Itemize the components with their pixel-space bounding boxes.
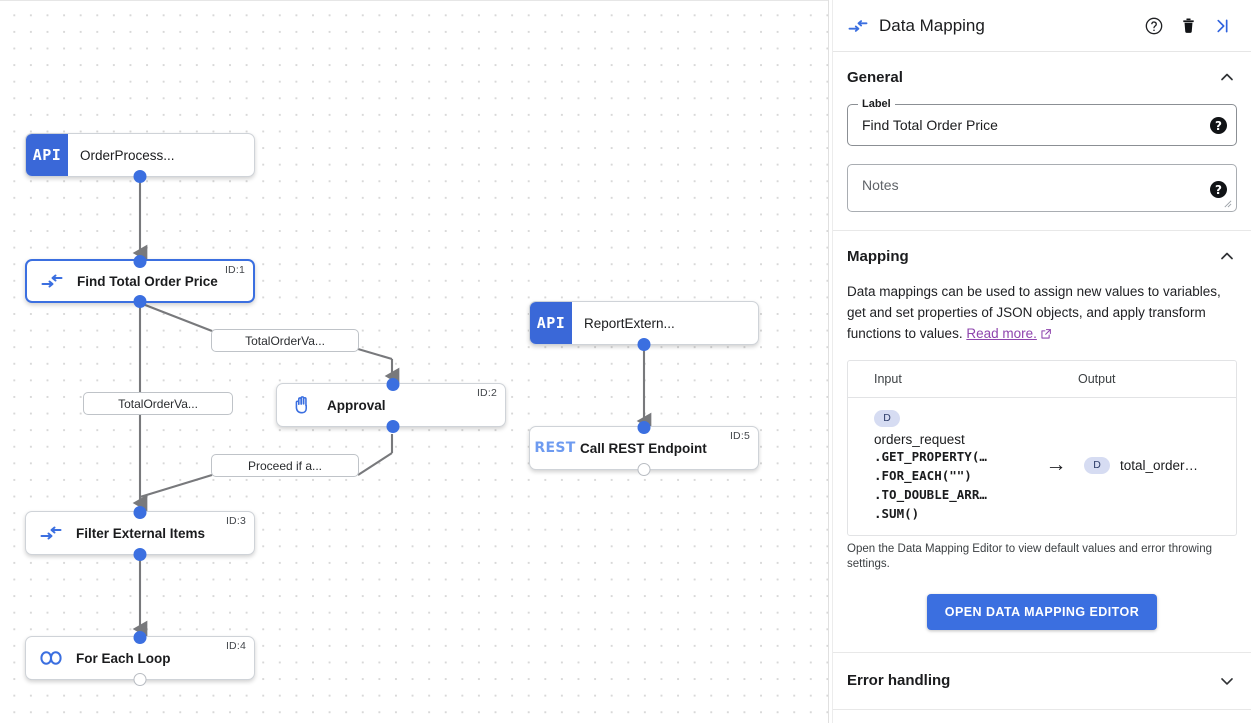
section-title: Error handling bbox=[847, 672, 951, 689]
node-approval[interactable]: Approval ID:2 bbox=[276, 377, 506, 433]
infinity-icon bbox=[26, 637, 76, 679]
data-mapping-icon bbox=[843, 17, 873, 35]
node-title: Filter External Items bbox=[76, 525, 206, 541]
collapse-panel-icon[interactable] bbox=[1205, 9, 1239, 43]
edge-layer bbox=[132, 177, 652, 638]
resize-grip-icon[interactable] bbox=[1223, 199, 1232, 208]
section-general: General Label ? ? bbox=[833, 52, 1251, 230]
divider bbox=[833, 230, 1251, 231]
label-field-legend: Label bbox=[858, 98, 895, 110]
column-header-input: Input bbox=[874, 372, 902, 386]
edge-label-proceed-if-approved[interactable]: Proceed if a... bbox=[211, 454, 359, 477]
data-mapping-icon bbox=[26, 512, 76, 554]
node-call-rest-endpoint[interactable]: REST Call REST Endpoint ID:5 bbox=[529, 420, 759, 476]
chevron-up-icon[interactable] bbox=[1217, 67, 1237, 87]
notes-field[interactable]: ? bbox=[847, 164, 1237, 212]
panel-header: Data Mapping bbox=[833, 0, 1251, 52]
panel-divider bbox=[828, 0, 829, 723]
hand-icon bbox=[277, 384, 327, 426]
node-title: OrderProcess... bbox=[80, 147, 175, 163]
node-port-bottom[interactable] bbox=[133, 547, 147, 561]
edge-label-totalordervalue-a[interactable]: TotalOrderVa... bbox=[211, 329, 359, 352]
node-id-label: ID:3 bbox=[225, 515, 246, 527]
section-mapping: Mapping Data mappings can be used to ass… bbox=[833, 231, 1251, 652]
label-help-icon[interactable]: ? bbox=[1210, 117, 1227, 134]
node-for-each-loop[interactable]: For Each Loop ID:4 bbox=[25, 630, 255, 686]
section-error-handling: Error handling bbox=[833, 653, 1251, 709]
node-reportextern[interactable]: API ReportExtern... bbox=[529, 301, 759, 351]
node-port-top[interactable] bbox=[637, 420, 651, 434]
mapping-description: Data mappings can be used to assign new … bbox=[847, 281, 1237, 346]
node-title: Find Total Order Price bbox=[77, 273, 218, 289]
mapping-output-cell: D total_order… bbox=[1084, 456, 1236, 474]
mapping-input-chain: .GET_PROPERTY(… .FOR_EACH("") .TO_DOUBLE… bbox=[874, 447, 1028, 523]
node-id-label: ID:4 bbox=[225, 640, 246, 652]
notes-input[interactable] bbox=[860, 175, 1224, 201]
section-mapping-header[interactable]: Mapping bbox=[847, 231, 1237, 281]
delete-icon[interactable] bbox=[1171, 9, 1205, 43]
node-id-label: ID:2 bbox=[476, 387, 497, 399]
mapping-button-row: OPEN DATA MAPPING EDITOR bbox=[847, 593, 1237, 630]
node-find-total-order-price[interactable]: Find Total Order Price ID:1 bbox=[25, 254, 255, 308]
mapping-table-header: Input Output bbox=[848, 361, 1236, 398]
node-title: ReportExtern... bbox=[584, 315, 675, 331]
open-data-mapping-editor-button[interactable]: OPEN DATA MAPPING EDITOR bbox=[926, 593, 1158, 630]
mapping-input-cell: D orders_request .GET_PROPERTY(… .FOR_EA… bbox=[848, 408, 1028, 523]
mapping-description-text: Data mappings can be used to assign new … bbox=[847, 284, 1221, 341]
help-icon[interactable] bbox=[1137, 9, 1171, 43]
rest-icon: REST bbox=[534, 440, 576, 456]
section-error-handling-header[interactable]: Error handling bbox=[847, 653, 1237, 709]
variable-type-badge: D bbox=[1084, 456, 1110, 474]
node-id-label: ID:5 bbox=[729, 430, 750, 442]
node-port-bottom[interactable] bbox=[637, 337, 651, 351]
mapping-output-variable: total_order… bbox=[1120, 457, 1199, 473]
label-field[interactable]: Label ? bbox=[847, 98, 1237, 146]
table-row[interactable]: D orders_request .GET_PROPERTY(… .FOR_EA… bbox=[848, 398, 1236, 535]
node-port-bottom[interactable] bbox=[133, 169, 147, 183]
node-port-top[interactable] bbox=[133, 505, 147, 519]
section-general-header[interactable]: General bbox=[847, 52, 1237, 102]
mapping-input-variable: orders_request bbox=[874, 431, 965, 447]
workflow-canvas[interactable]: API OrderProcess... Find Total Order Pri… bbox=[0, 0, 828, 723]
node-port-bottom[interactable] bbox=[386, 419, 400, 433]
page-title: Data Mapping bbox=[879, 15, 985, 35]
edge-label-totalordervalue-b[interactable]: TotalOrderVa... bbox=[83, 392, 233, 415]
api-badge: API bbox=[530, 302, 572, 344]
node-id-label: ID:1 bbox=[224, 264, 245, 276]
node-port-top[interactable] bbox=[133, 630, 147, 644]
panel-gutter bbox=[829, 0, 832, 723]
section-title: General bbox=[847, 68, 903, 86]
node-port-top[interactable] bbox=[386, 377, 400, 391]
node-title: For Each Loop bbox=[76, 650, 171, 666]
divider bbox=[833, 708, 1251, 710]
read-more-link[interactable]: Read more. bbox=[966, 326, 1037, 341]
column-header-output: Output bbox=[1078, 372, 1116, 386]
data-mapping-icon bbox=[27, 261, 77, 301]
node-orderprocess[interactable]: API OrderProcess... bbox=[25, 133, 255, 183]
divider bbox=[833, 651, 1251, 653]
properties-panel: Data Mapping bbox=[832, 0, 1251, 723]
node-filter-external-items[interactable]: Filter External Items ID:3 bbox=[25, 505, 255, 561]
mapping-table: Input Output D orders_request .GET_PROPE… bbox=[847, 360, 1237, 536]
node-title: Approval bbox=[327, 397, 386, 413]
node-port-top[interactable] bbox=[133, 254, 147, 268]
mapping-arrow-icon: → bbox=[1045, 453, 1067, 477]
chain-line: .TO_DOUBLE_ARR… bbox=[874, 486, 987, 502]
api-badge: API bbox=[26, 134, 68, 176]
external-link-icon[interactable] bbox=[1040, 325, 1052, 346]
chevron-up-icon[interactable] bbox=[1217, 246, 1237, 266]
variable-type-badge: D bbox=[874, 409, 900, 427]
node-port-bottom[interactable] bbox=[133, 672, 147, 686]
chain-line: .SUM() bbox=[874, 505, 920, 521]
notes-help-icon[interactable]: ? bbox=[1210, 181, 1227, 198]
chevron-down-icon[interactable] bbox=[1217, 671, 1237, 691]
mapping-note: Open the Data Mapping Editor to view def… bbox=[847, 542, 1213, 570]
chain-line: .GET_PROPERTY(… bbox=[874, 448, 987, 464]
section-title: Mapping bbox=[847, 247, 909, 265]
chain-line: .FOR_EACH("") bbox=[874, 467, 972, 483]
node-port-bottom[interactable] bbox=[133, 294, 147, 308]
label-input[interactable] bbox=[860, 116, 1224, 134]
node-title: Call REST Endpoint bbox=[580, 440, 707, 456]
node-port-bottom[interactable] bbox=[637, 462, 651, 476]
